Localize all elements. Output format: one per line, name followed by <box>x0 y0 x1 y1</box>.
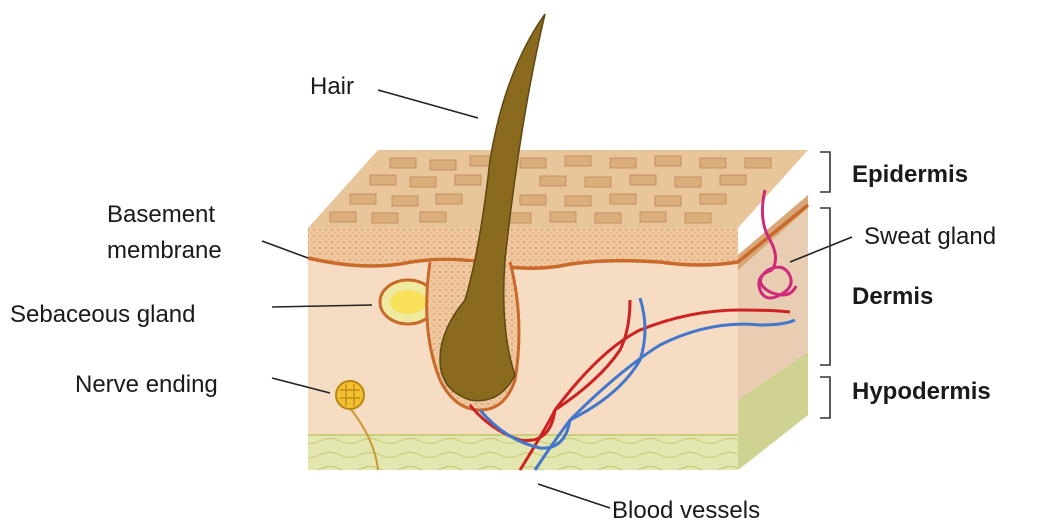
label-nerve: Nerve ending <box>75 371 218 398</box>
label-dermis: Dermis <box>852 283 933 310</box>
label-basement-2: membrane <box>107 237 222 264</box>
dermis-layer <box>308 255 738 435</box>
label-basement-1: Basement <box>107 201 215 228</box>
block-side-face <box>738 195 808 470</box>
label-sebaceous: Sebaceous gland <box>10 301 195 328</box>
label-blood: Blood vessels <box>612 497 760 524</box>
layer-braces <box>820 152 830 418</box>
label-hypodermis: Hypodermis <box>852 378 991 405</box>
label-epidermis: Epidermis <box>852 161 968 188</box>
label-sweat: Sweat gland <box>864 223 996 250</box>
label-hair: Hair <box>310 73 354 100</box>
epidermis-surface <box>308 150 808 228</box>
